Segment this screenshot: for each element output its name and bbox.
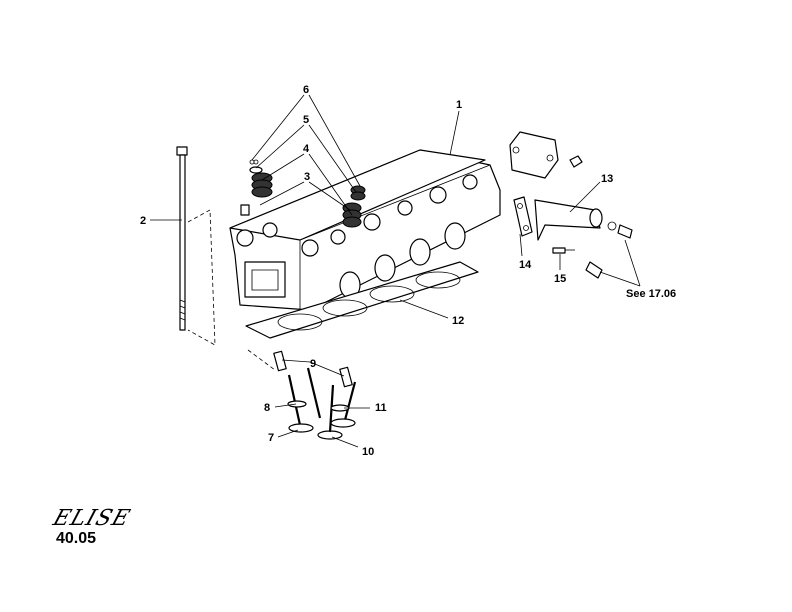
head-bolt [176,146,188,331]
cover-plate [509,131,583,179]
callout-12: 12 [452,315,464,327]
valve-spring-set [240,159,273,216]
see-reference: See 17.06 [626,288,676,300]
callout-7: 7 [268,432,274,444]
callout-2: 2 [140,215,146,227]
elise-logo: ELISE [49,506,134,531]
callout-11: 11 [375,402,387,414]
callout-4: 4 [303,143,310,155]
callout-10: 10 [362,446,374,458]
page-number: 40.05 [56,530,97,547]
callout-8: 8 [264,402,270,414]
callout-1: 1 [456,99,462,111]
thermostat-bolt [552,247,575,254]
head-gasket [245,261,479,339]
callout-3: 3 [304,171,310,183]
callout-5: 5 [303,114,309,126]
cylinder-head [229,149,501,312]
callout-13: 13 [601,173,613,185]
leader-lines [150,94,641,448]
callout-14: 14 [519,259,532,271]
callout-9: 9 [310,358,316,370]
valve-components [273,350,357,440]
callout-15: 15 [554,273,566,285]
thermostat-housing [513,196,633,279]
callout-6: 6 [303,84,309,96]
